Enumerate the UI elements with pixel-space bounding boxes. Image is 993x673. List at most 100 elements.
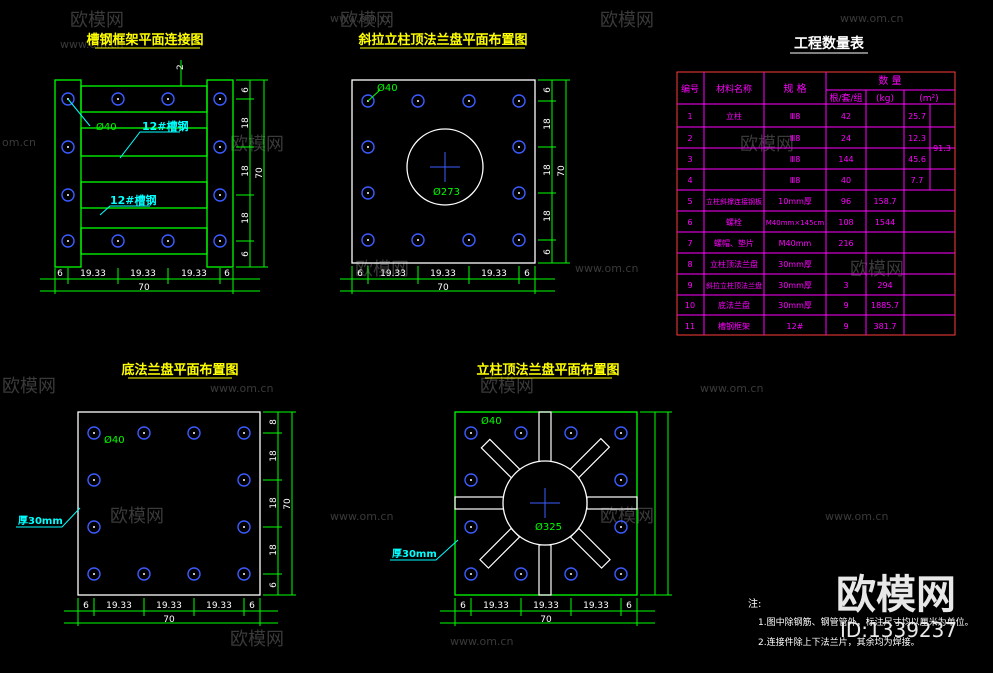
dim-label: 6 — [543, 87, 553, 93]
watermark-brand: 欧模网 — [600, 506, 654, 527]
watermark-brand: 欧模网 — [110, 506, 164, 527]
dim-label: 19.33 — [380, 269, 406, 279]
watermark-logo: 欧模网 ID:1339237 — [836, 572, 957, 642]
flange-plate — [77, 411, 261, 596]
table-header-qty: 数 量 — [878, 74, 901, 87]
dim-label: 19.33 — [156, 601, 182, 611]
drawing-title: 立柱顶法兰盘平面布置图 — [476, 362, 619, 378]
table-grid — [676, 71, 956, 336]
table-header-material: 材料名称 — [716, 83, 752, 95]
table-cell: 螺帽、垫片 — [714, 238, 754, 248]
dim-label: 6 — [57, 269, 63, 279]
dim-label: 18 — [269, 544, 279, 556]
table-title: 工程数量表 — [794, 35, 865, 52]
table-cell: 5 — [687, 197, 692, 206]
quantity-table: 工程数量表 编号 材料名称 规 格 数 量 根/套 — [676, 35, 956, 336]
dim-label: 19.33 — [481, 269, 507, 279]
drawing-channel-frame: 槽钢框架平面连接图 Ø40 12#槽钢 12#槽钢 2 — [40, 32, 268, 294]
table-cell: Ⅲ8 — [790, 112, 801, 121]
drawing-base-flange: 底法兰盘平面布置图 Ø40 厚30mm 6 19.33 — [16, 362, 296, 626]
table-cell: 7.7 — [911, 176, 924, 185]
drawing-column-top-flange: 立柱顶法兰盘平面布置图 — [390, 362, 672, 626]
dimension-bottom: 6 19.33 19.33 19.33 6 70 — [64, 598, 278, 626]
table-cell: 216 — [838, 239, 853, 248]
table-header-spec: 规 格 — [783, 82, 806, 95]
watermark-site: www.om.cn — [210, 382, 273, 395]
dim-label: 8 — [269, 419, 279, 425]
hole-diameter-label: Ø40 — [377, 82, 398, 94]
dim-label: 19.33 — [583, 601, 609, 611]
watermark-site: om.cn — [2, 136, 36, 149]
table-cell: 108 — [838, 218, 853, 227]
table-cell: 1885.7 — [871, 301, 899, 310]
table-cell: M40mm×145cm — [766, 219, 825, 227]
dim-total-label: 70 — [163, 615, 175, 625]
watermark-brand: 欧模网 — [70, 10, 124, 31]
notes-line: 2.连接件除上下法兰片，其余均为焊接。 — [758, 636, 920, 648]
channel-beam — [80, 181, 208, 209]
notes-heading: 注: — [748, 597, 761, 610]
dim-label: 18 — [269, 497, 279, 509]
watermark-brand: 欧模网 — [850, 259, 904, 280]
watermark-brand: 欧模网 — [480, 376, 534, 397]
table-header-area: (m²) — [919, 94, 938, 104]
table-row: 5 立柱斜撑连接钢板 10mm厚 96 158.7 — [687, 197, 896, 206]
table-cell: 294 — [877, 281, 892, 290]
watermark-layer: 欧模网 www.om.cn 欧模网 www.om.cn 欧模网 www.om.c… — [2, 10, 904, 650]
dim-label: 6 — [249, 601, 255, 611]
dim-label: 6 — [241, 251, 251, 257]
watermark-site: www.om.cn — [840, 12, 903, 25]
bolt-holes — [61, 92, 227, 248]
table-cell: 40 — [841, 176, 851, 185]
watermark-brand: 欧模网 — [230, 629, 284, 650]
watermark-site: www.om.cn — [330, 12, 393, 25]
channel-post-right — [206, 79, 234, 268]
watermark-big-brand: 欧模网 — [836, 572, 956, 618]
table-cell: 立柱顶法兰盘 — [710, 259, 758, 269]
dimension-right: 8 18 18 18 6 70 — [263, 411, 296, 596]
dim-label: 6 — [269, 582, 279, 588]
dim-total-label: 70 — [138, 283, 150, 293]
table-cell: 158.7 — [874, 197, 897, 206]
center-diameter-label: Ø325 — [535, 521, 562, 533]
dimension-bottom: 6 19.33 19.33 19.33 6 70 — [340, 266, 555, 294]
table-row: 6 螺栓 M40mm×145cm 108 1544 — [687, 217, 895, 227]
watermark-id: ID:1339237 — [840, 618, 957, 642]
dim-label: 19.33 — [430, 269, 456, 279]
dim-label: 18 — [241, 165, 251, 177]
dim-label: 18 — [241, 212, 251, 224]
bolt-holes — [87, 426, 251, 581]
dim-label: 19.33 — [130, 269, 156, 279]
table-cell: 7 — [687, 239, 692, 248]
watermark-brand: 欧模网 — [340, 10, 394, 31]
table-row: 1 立柱 Ⅲ8 42 25.7 — [687, 111, 925, 121]
dim-label: 18 — [241, 117, 251, 129]
dim-label: 19.33 — [80, 269, 106, 279]
table-cell: M40mm — [779, 239, 812, 248]
table-cell: 381.7 — [874, 322, 897, 331]
table-cell: 1544 — [875, 218, 895, 227]
table-cell: 6 — [687, 218, 692, 227]
dim-label: 2 — [176, 64, 186, 70]
dim-label: 6 — [543, 249, 553, 255]
channel-beam — [80, 127, 208, 157]
dim-label: 6 — [83, 601, 89, 611]
table-cell: 9 — [843, 322, 848, 331]
table-cell: 3 — [843, 281, 848, 290]
watermark-site: www.om.cn — [825, 510, 888, 523]
dim-total-label: 70 — [437, 283, 449, 293]
center-diameter-label: Ø273 — [433, 186, 460, 198]
notes: 注: 1.图中除钢筋、钢管管外，标注尺寸均以厘米为单位。 2.连接件除上下法兰片… — [748, 597, 974, 648]
table-cell: 144 — [838, 155, 853, 164]
dim-label: 6 — [460, 601, 466, 611]
dim-label: 19.33 — [533, 601, 559, 611]
table-cell: 45.6 — [908, 155, 926, 164]
table-row: 7 螺帽、垫片 M40mm 216 — [687, 238, 853, 248]
drawing-title: 槽钢框架平面连接图 — [86, 32, 203, 48]
dimension-bottom: 6 19.33 19.33 19.33 6 70 — [440, 598, 655, 626]
dim-label: 18 — [543, 164, 553, 176]
table-cell: 2 — [687, 134, 692, 143]
channel-label: 12#槽钢 — [142, 119, 189, 133]
watermark-site: www.om.cn — [330, 510, 393, 523]
